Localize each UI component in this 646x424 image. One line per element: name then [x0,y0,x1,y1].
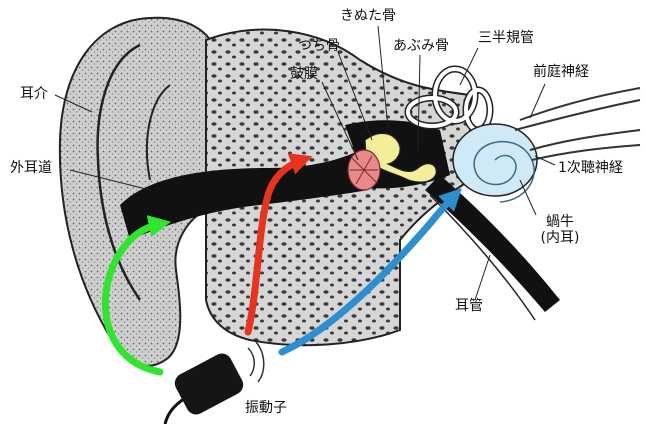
label-tsuchi-bone: つち骨 [298,38,340,54]
label-cochlea-line2: (内耳) [530,230,590,246]
nerves [515,88,640,160]
label-semicircular-canals: 三半規管 [478,30,534,46]
label-vibrator: 振動子 [245,400,287,416]
label-kinuta-bone: きぬた骨 [340,8,396,24]
label-abumi-bone: あぶみ骨 [393,38,449,54]
label-vestibular-nerve: 前庭神経 [533,64,589,80]
label-ear-canal: 外耳道 [10,160,52,176]
label-eustachian-tube: 耳管 [455,298,483,314]
label-cochlea: 蝸牛 (内耳) [530,214,590,246]
label-pinna: 耳介 [20,86,48,102]
label-cochlea-line1: 蝸牛 [530,214,590,230]
label-eardrum: 鼓膜 [290,66,318,82]
label-auditory-nerve: 1次聴神経 [558,160,623,176]
